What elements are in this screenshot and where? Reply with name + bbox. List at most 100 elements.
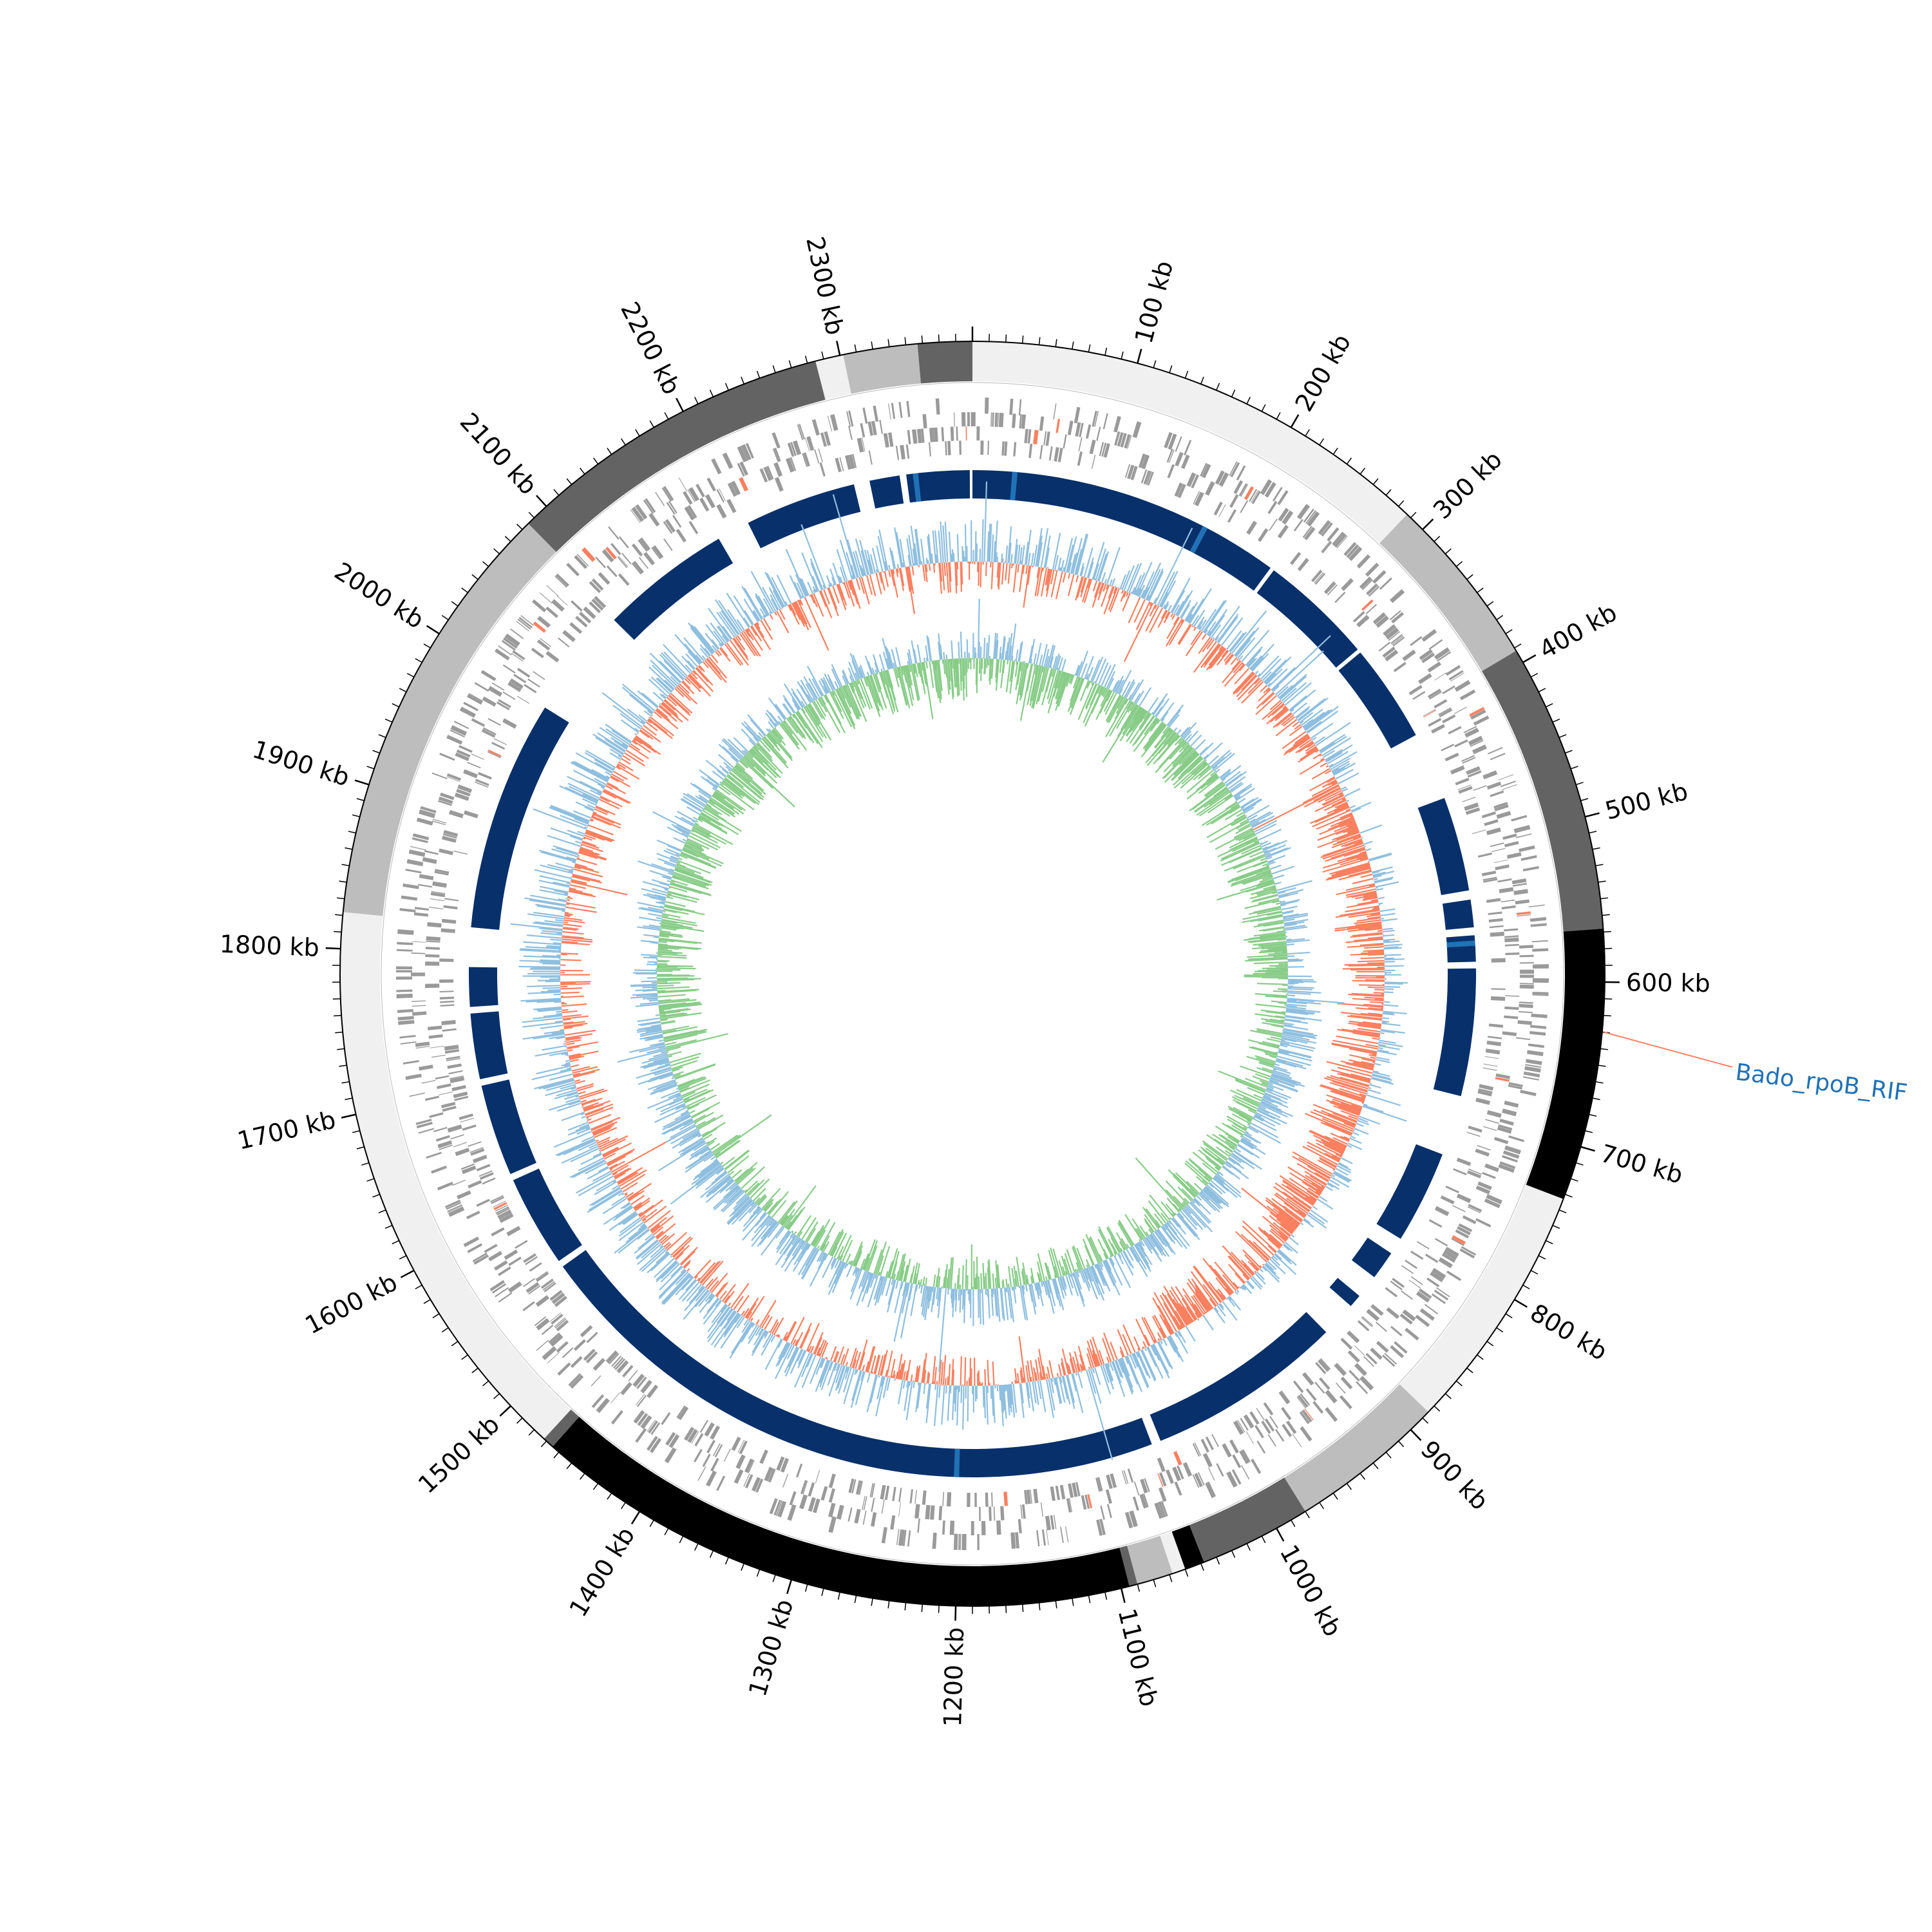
gene-feature bbox=[445, 1199, 461, 1209]
gene-feature bbox=[630, 509, 641, 523]
gene-feature bbox=[990, 412, 992, 427]
gene-feature bbox=[1314, 573, 1326, 585]
gene-feature-marker bbox=[1495, 1077, 1510, 1082]
gene-feature bbox=[1141, 454, 1150, 469]
annotation-leader-line bbox=[1604, 1031, 1733, 1068]
gene-feature bbox=[571, 600, 583, 612]
gene-feature bbox=[1462, 1215, 1477, 1224]
gene-feature bbox=[1068, 1483, 1074, 1498]
gene-feature bbox=[498, 1266, 511, 1276]
gene-feature bbox=[468, 1141, 482, 1147]
gene-feature bbox=[1532, 978, 1549, 983]
gene-feature bbox=[1249, 1411, 1260, 1425]
gene-feature bbox=[780, 1457, 790, 1473]
gene-feature bbox=[1519, 1001, 1533, 1004]
gene-feature bbox=[1452, 1205, 1466, 1213]
gene-feature bbox=[902, 1530, 907, 1546]
gene-feature bbox=[848, 410, 854, 427]
gene-feature bbox=[1133, 1481, 1140, 1496]
gene-feature bbox=[1475, 1148, 1490, 1157]
gene-feature bbox=[1180, 454, 1190, 469]
gene-feature bbox=[1018, 1519, 1022, 1533]
minor-tick bbox=[372, 750, 380, 754]
gene-feature bbox=[929, 442, 931, 457]
gene-feature bbox=[1454, 706, 1467, 714]
gene-feature bbox=[782, 1473, 789, 1488]
gene-feature bbox=[1401, 1265, 1414, 1274]
minor-tick bbox=[1570, 1178, 1578, 1182]
gene-feature bbox=[1274, 1428, 1285, 1442]
gene-feature bbox=[664, 1447, 677, 1464]
gene-feature bbox=[1264, 1418, 1275, 1432]
gene-feature bbox=[1458, 1223, 1473, 1233]
gene-feature bbox=[712, 1443, 721, 1457]
gene-feature bbox=[726, 498, 737, 513]
gene-feature bbox=[710, 1425, 721, 1440]
gene-feature bbox=[1531, 1014, 1548, 1018]
gene-feature bbox=[433, 1126, 448, 1133]
gene-feature bbox=[1132, 421, 1142, 439]
gene-feature bbox=[502, 718, 517, 729]
gene-feature bbox=[734, 1469, 744, 1484]
minor-tick bbox=[1545, 1240, 1553, 1245]
gene-feature bbox=[546, 585, 559, 597]
gene-feature bbox=[815, 1470, 820, 1484]
annotation-label: Bado_rpoB_RIF bbox=[1734, 1059, 1909, 1106]
tick-label-900kb: 900 kb bbox=[1416, 1435, 1494, 1516]
gene-feature bbox=[1482, 1067, 1497, 1071]
minor-tick bbox=[1072, 341, 1074, 350]
minor-tick bbox=[1332, 448, 1338, 455]
alignment-block bbox=[469, 967, 498, 1007]
gene-feature bbox=[1124, 434, 1131, 449]
gene-feature bbox=[516, 668, 531, 678]
minor-tick bbox=[1552, 1225, 1560, 1229]
gene-feature bbox=[922, 413, 927, 429]
contig-segment bbox=[339, 912, 571, 1439]
gene-feature bbox=[398, 1019, 415, 1025]
gene-feature bbox=[594, 596, 607, 609]
gene-feature bbox=[1502, 1031, 1517, 1036]
minor-tick bbox=[1246, 1543, 1251, 1551]
gene-feature bbox=[1021, 1504, 1026, 1519]
minor-tick bbox=[1575, 782, 1584, 786]
gene-feature bbox=[1498, 1124, 1513, 1131]
minor-tick bbox=[679, 1535, 684, 1544]
gene-feature bbox=[1036, 1530, 1040, 1547]
gene-feature bbox=[425, 983, 440, 989]
gene-feature bbox=[917, 1518, 920, 1533]
gene-feature bbox=[1504, 943, 1519, 947]
gene-feature bbox=[881, 1499, 885, 1514]
gene-feature bbox=[460, 1163, 475, 1170]
gene-feature bbox=[857, 437, 864, 453]
gene-feature bbox=[1491, 988, 1506, 990]
gene-feature bbox=[764, 1466, 773, 1482]
gene-feature bbox=[1013, 442, 1017, 457]
gene-feature bbox=[1451, 1238, 1464, 1246]
gene-feature bbox=[508, 1256, 522, 1266]
gene-feature bbox=[1484, 1056, 1499, 1059]
gene-feature bbox=[1325, 1407, 1338, 1422]
gene-feature bbox=[998, 413, 1004, 428]
gene-feature bbox=[1039, 444, 1043, 460]
gene-feature bbox=[1246, 520, 1257, 535]
gene-feature bbox=[697, 1466, 706, 1481]
gene-feature bbox=[1470, 709, 1486, 719]
gene-feature bbox=[942, 1520, 945, 1535]
gene-feature bbox=[808, 1497, 816, 1512]
gene-feature bbox=[586, 1332, 598, 1343]
gene-feature bbox=[631, 506, 645, 522]
gene-feature bbox=[818, 448, 823, 462]
gene-feature bbox=[1154, 1502, 1164, 1519]
gene-feature bbox=[428, 1034, 443, 1039]
gene-feature bbox=[871, 1497, 875, 1512]
minor-tick bbox=[384, 718, 393, 723]
gene-feature bbox=[971, 1521, 974, 1536]
gene-feature bbox=[605, 1350, 618, 1363]
minor-tick bbox=[335, 914, 343, 916]
gene-feature bbox=[446, 773, 461, 781]
gene-feature bbox=[1127, 435, 1132, 449]
gene-feature bbox=[1461, 1246, 1477, 1256]
minor-tick bbox=[1005, 1605, 1007, 1613]
gene-feature bbox=[536, 1272, 549, 1282]
gene-feature bbox=[814, 449, 820, 464]
